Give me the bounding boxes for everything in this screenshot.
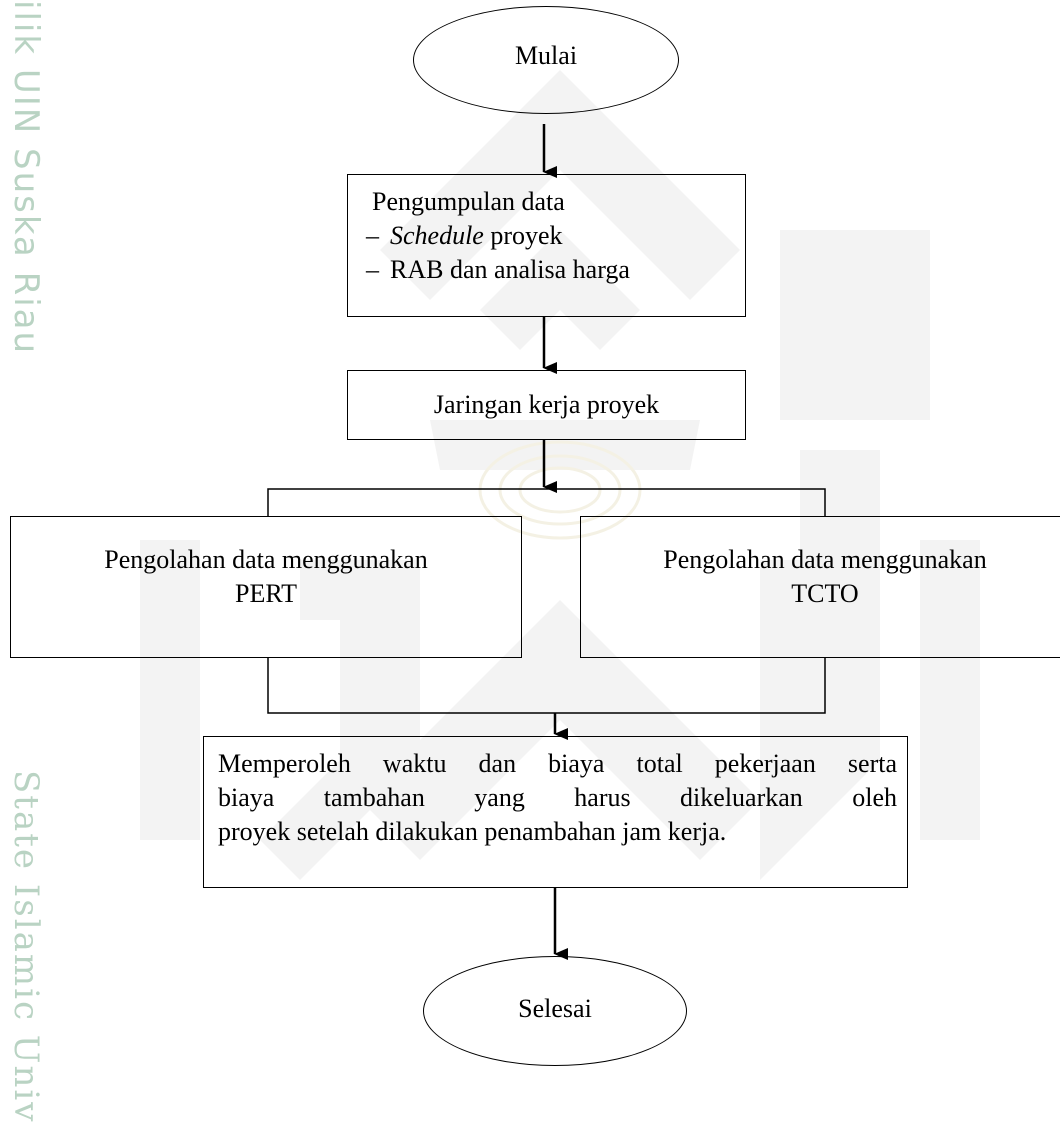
end-terminal: Selesai [423,956,687,1066]
data-collection-item-rab: – RAB dan analisa harga [366,253,745,287]
bullet-dash: – [366,254,379,284]
bullet-dash: – [366,220,379,250]
project-network-box: Jaringan kerja proyek [347,370,746,440]
data-collection-item-schedule: – Schedule proyek [366,219,745,253]
result-line-3: proyek setelah dilakukan penambahan jam … [218,816,727,846]
flowchart-connectors [267,124,826,960]
watermark-emblem [140,70,980,880]
result-line-1: Memperoleh waktu dan biaya total pekerja… [218,749,897,778]
tcto-line-2: TCTO [791,579,859,608]
pert-processing-box: Pengolahan data menggunakan PERT [10,516,522,658]
project-network-label: Jaringan kerja proyek [433,390,660,420]
schedule-rest-text: proyek [483,220,563,250]
end-label: Selesai [518,994,592,1024]
flowchart-canvas: ilik UIN Suska Riau State Islamic Univ M… [6,0,1060,1123]
data-collection-box: Pengumpulan data – Schedule proyek – RAB… [347,174,746,317]
start-label: Mulai [514,41,578,71]
start-terminal: Mulai [413,6,679,114]
rab-text: RAB dan analisa harga [390,254,630,284]
tcto-processing-box: Pengolahan data menggunakan TCTO [580,516,1060,658]
pert-line-2: PERT [234,579,297,608]
result-line-2: biaya tambahan yang harus dikeluarkan ol… [218,782,897,812]
tcto-line-1: Pengolahan data menggunakan [663,545,987,575]
result-box: Memperoleh waktu dan biaya total pekerja… [203,736,908,888]
merge-bracket [267,658,826,714]
data-collection-title: Pengumpulan data [372,187,565,216]
split-bracket [267,488,826,516]
schedule-italic-text: Schedule [390,220,484,250]
pert-line-1: Pengolahan data menggunakan [104,545,428,575]
